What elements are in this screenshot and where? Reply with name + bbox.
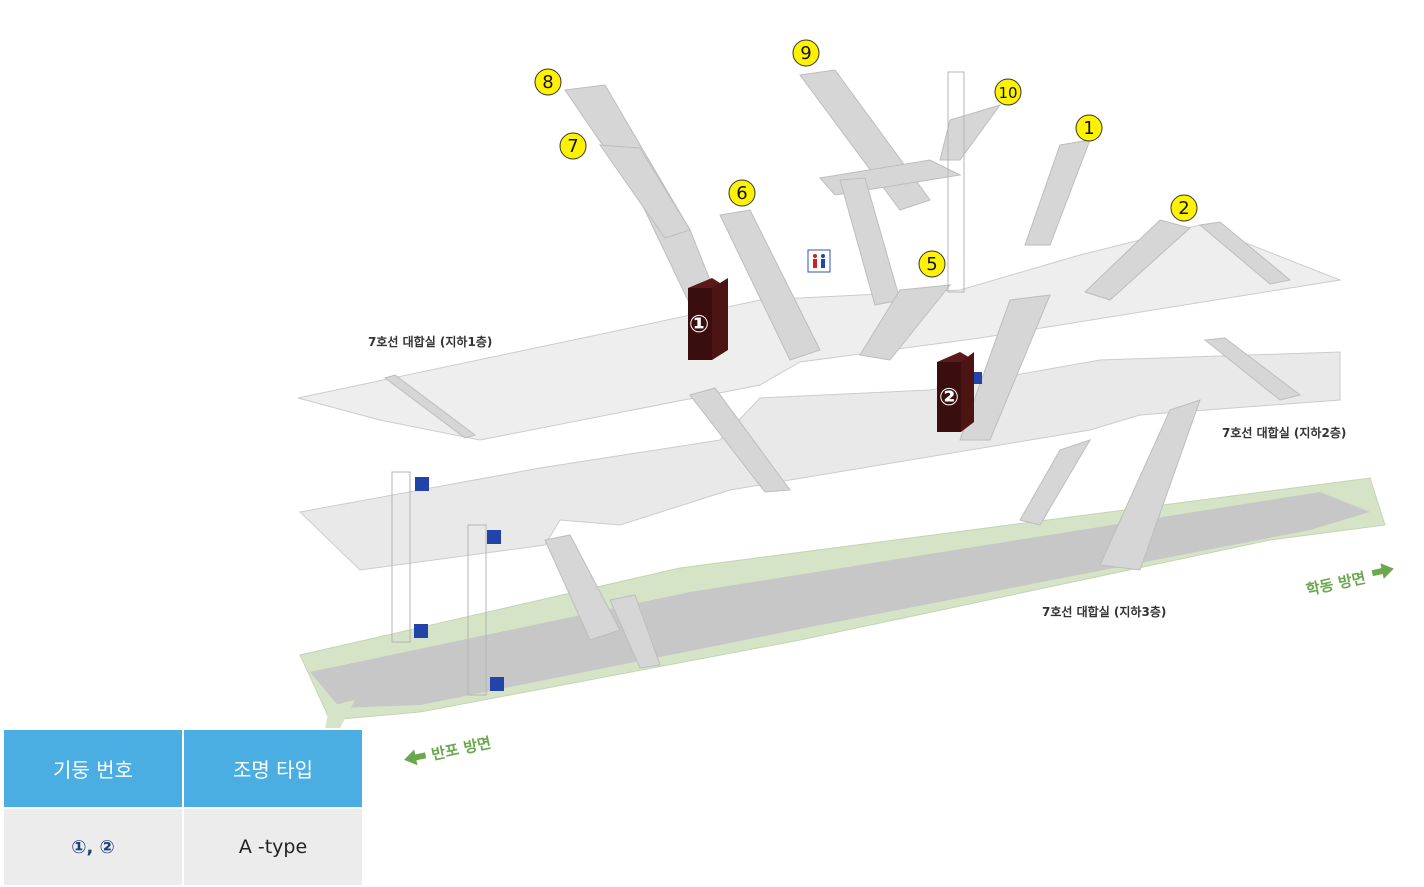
pillar-1: ① — [688, 278, 728, 360]
elevators — [391, 71, 965, 696]
stairs — [383, 69, 1302, 669]
floor-label-b1: 7호선 대합실 (지하1층) — [368, 334, 492, 349]
floor-label-b3: 7호선 대합실 (지하3층) — [1042, 604, 1166, 619]
direction-right: 학동 방면 — [1305, 563, 1394, 599]
legend-header-light: 조명 타입 — [182, 728, 364, 809]
direction-left: 반포 방면 — [404, 734, 493, 766]
floor-label-b2: 7호선 대합실 (지하2층) — [1222, 425, 1346, 440]
concourse-b2 — [298, 351, 1341, 571]
pillar-label-2: ② — [939, 383, 959, 411]
legend-header-row: 기둥 번호 조명 타입 — [2, 728, 364, 809]
svg-text:1: 1 — [1083, 118, 1094, 139]
svg-text:6: 6 — [736, 183, 747, 204]
arrow-right-icon — [1371, 563, 1394, 579]
svg-text:5: 5 — [926, 254, 937, 275]
restroom-icon — [807, 249, 831, 273]
pillar-2: ② — [937, 352, 974, 432]
svg-text:10: 10 — [998, 84, 1017, 102]
pillar-label-1: ① — [689, 310, 709, 338]
legend-cell-pillars: ①, ② — [2, 807, 184, 887]
exit-marker-7: 7 — [559, 132, 587, 160]
svg-text:7: 7 — [567, 136, 578, 157]
svg-text:9: 9 — [800, 43, 811, 64]
exit-marker-10: 10 — [994, 78, 1022, 106]
exit-marker-8: 8 — [534, 68, 562, 96]
exit-marker-1: 1 — [1075, 114, 1103, 142]
svg-text:반포 방면: 반포 방면 — [430, 734, 493, 764]
exit-marker-9: 9 — [792, 39, 820, 67]
svg-text:8: 8 — [542, 72, 553, 93]
svg-text:2: 2 — [1178, 198, 1189, 219]
svg-text:학동 방면: 학동 방면 — [1305, 569, 1368, 599]
exit-marker-6: 6 — [728, 179, 756, 207]
legend-header-pillar: 기둥 번호 — [2, 728, 184, 809]
exit-markers: 1 2 5 6 7 8 9 10 — [534, 39, 1198, 278]
legend-data-row: ①, ② A -type — [2, 807, 364, 887]
exit-marker-2: 2 — [1170, 194, 1198, 222]
legend-cell-type: A -type — [182, 807, 364, 887]
exit-marker-5: 5 — [918, 250, 946, 278]
arrow-left-icon — [404, 749, 427, 766]
legend-table: 기둥 번호 조명 타입 ①, ② A -type — [2, 728, 364, 887]
